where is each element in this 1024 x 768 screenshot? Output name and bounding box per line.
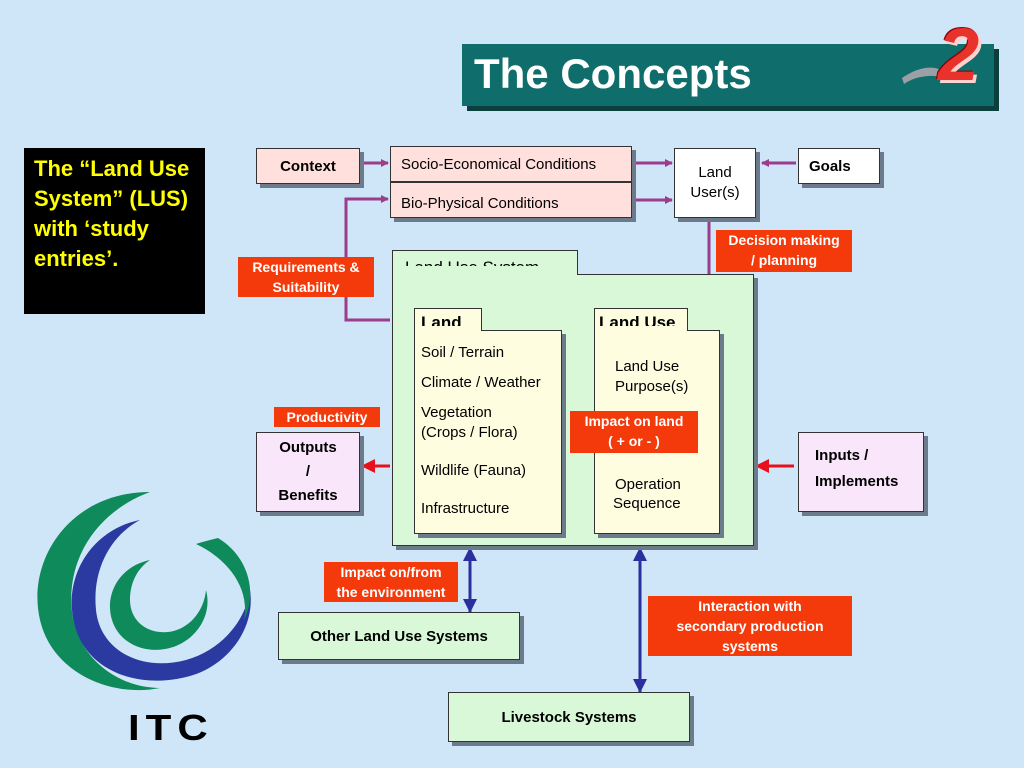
- land-use-item-2: Purpose(s): [615, 378, 689, 395]
- inputs-line1: Inputs /: [815, 447, 869, 464]
- land-use-item-3: Operation: [615, 476, 681, 493]
- impact-land-line1: Impact on land: [584, 413, 684, 429]
- goals-label: Goals: [809, 158, 851, 175]
- outputs-line1: Outputs: [279, 439, 337, 456]
- context-box: Context: [256, 148, 360, 184]
- intro-text: The “Land Use System” (LUS) with ‘study …: [24, 148, 205, 314]
- productivity-label: Productivity: [286, 409, 368, 425]
- other-lus-label: Other Land Use Systems: [310, 627, 488, 645]
- livestock-label: Livestock Systems: [501, 708, 637, 726]
- impact-env-tag: Impact on/from the environment: [324, 562, 458, 602]
- livestock-box: Livestock Systems: [448, 692, 690, 742]
- decision-line2: / planning: [750, 252, 818, 268]
- impact-land-line2: ( + or - ): [608, 433, 660, 449]
- land-users-box: Land User(s): [674, 148, 756, 218]
- land-item-wildlife: Wildlife (Fauna): [421, 462, 527, 479]
- outputs-line2: /: [305, 463, 311, 480]
- productivity-tag: Productivity: [274, 407, 380, 427]
- socio-economical-label: Socio-Economical Conditions: [401, 156, 597, 173]
- outputs-box: Outputs / Benefits: [256, 432, 360, 512]
- bio-physical-label: Bio-Physical Conditions: [401, 195, 559, 212]
- requirements-line2: Suitability: [272, 279, 340, 295]
- impact-env-line2: the environment: [336, 584, 446, 600]
- land-use-item-1: Land Use: [615, 358, 680, 375]
- title-bar: The Concepts: [462, 44, 994, 106]
- interaction-line2: secondary production: [676, 618, 824, 634]
- inputs-box: Inputs / Implements: [798, 432, 924, 512]
- land-item-infrastructure: Infrastructure: [421, 500, 510, 517]
- lus-tab-join: [393, 266, 577, 278]
- itc-logo-text: ITC: [128, 707, 214, 748]
- interaction-line1: Interaction with: [698, 598, 802, 614]
- decision-tag: Decision making / planning: [716, 230, 852, 272]
- bio-physical-box: Bio-Physical Conditions: [390, 182, 632, 218]
- impact-land-tag: Impact on land ( + or - ): [570, 411, 698, 453]
- other-lus-box: Other Land Use Systems: [278, 612, 520, 660]
- outputs-line3: Benefits: [278, 487, 338, 504]
- impact-env-line1: Impact on/from: [340, 564, 442, 580]
- land-box: Soil / Terrain Climate / Weather Vegetat…: [414, 330, 562, 534]
- requirements-line1: Requirements &: [252, 259, 360, 275]
- interaction-line3: systems: [721, 638, 779, 654]
- land-use-item-4: Sequence: [613, 495, 681, 512]
- requirements-tag: Requirements & Suitability: [238, 257, 374, 297]
- interaction-tag: Interaction with secondary production sy…: [648, 596, 852, 656]
- land-users-line1: Land: [698, 164, 732, 181]
- goals-box: Goals: [798, 148, 880, 184]
- land-item-vegetation: Vegetation: [421, 404, 492, 421]
- land-item-climate: Climate / Weather: [421, 374, 541, 391]
- land-use-tab-join: [595, 326, 687, 334]
- inputs-line2: Implements: [815, 473, 899, 490]
- context-label: Context: [280, 157, 336, 175]
- socio-economical-box: Socio-Economical Conditions: [390, 146, 632, 182]
- land-item-soil: Soil / Terrain: [421, 344, 505, 361]
- decision-line1: Decision making: [728, 232, 840, 248]
- page-title: The Concepts: [474, 50, 752, 97]
- land-item-crops: (Crops / Flora): [421, 424, 518, 441]
- land-tab-join: [415, 326, 481, 334]
- land-users-line2: User(s): [690, 184, 740, 201]
- slide-number: 2: [938, 13, 980, 96]
